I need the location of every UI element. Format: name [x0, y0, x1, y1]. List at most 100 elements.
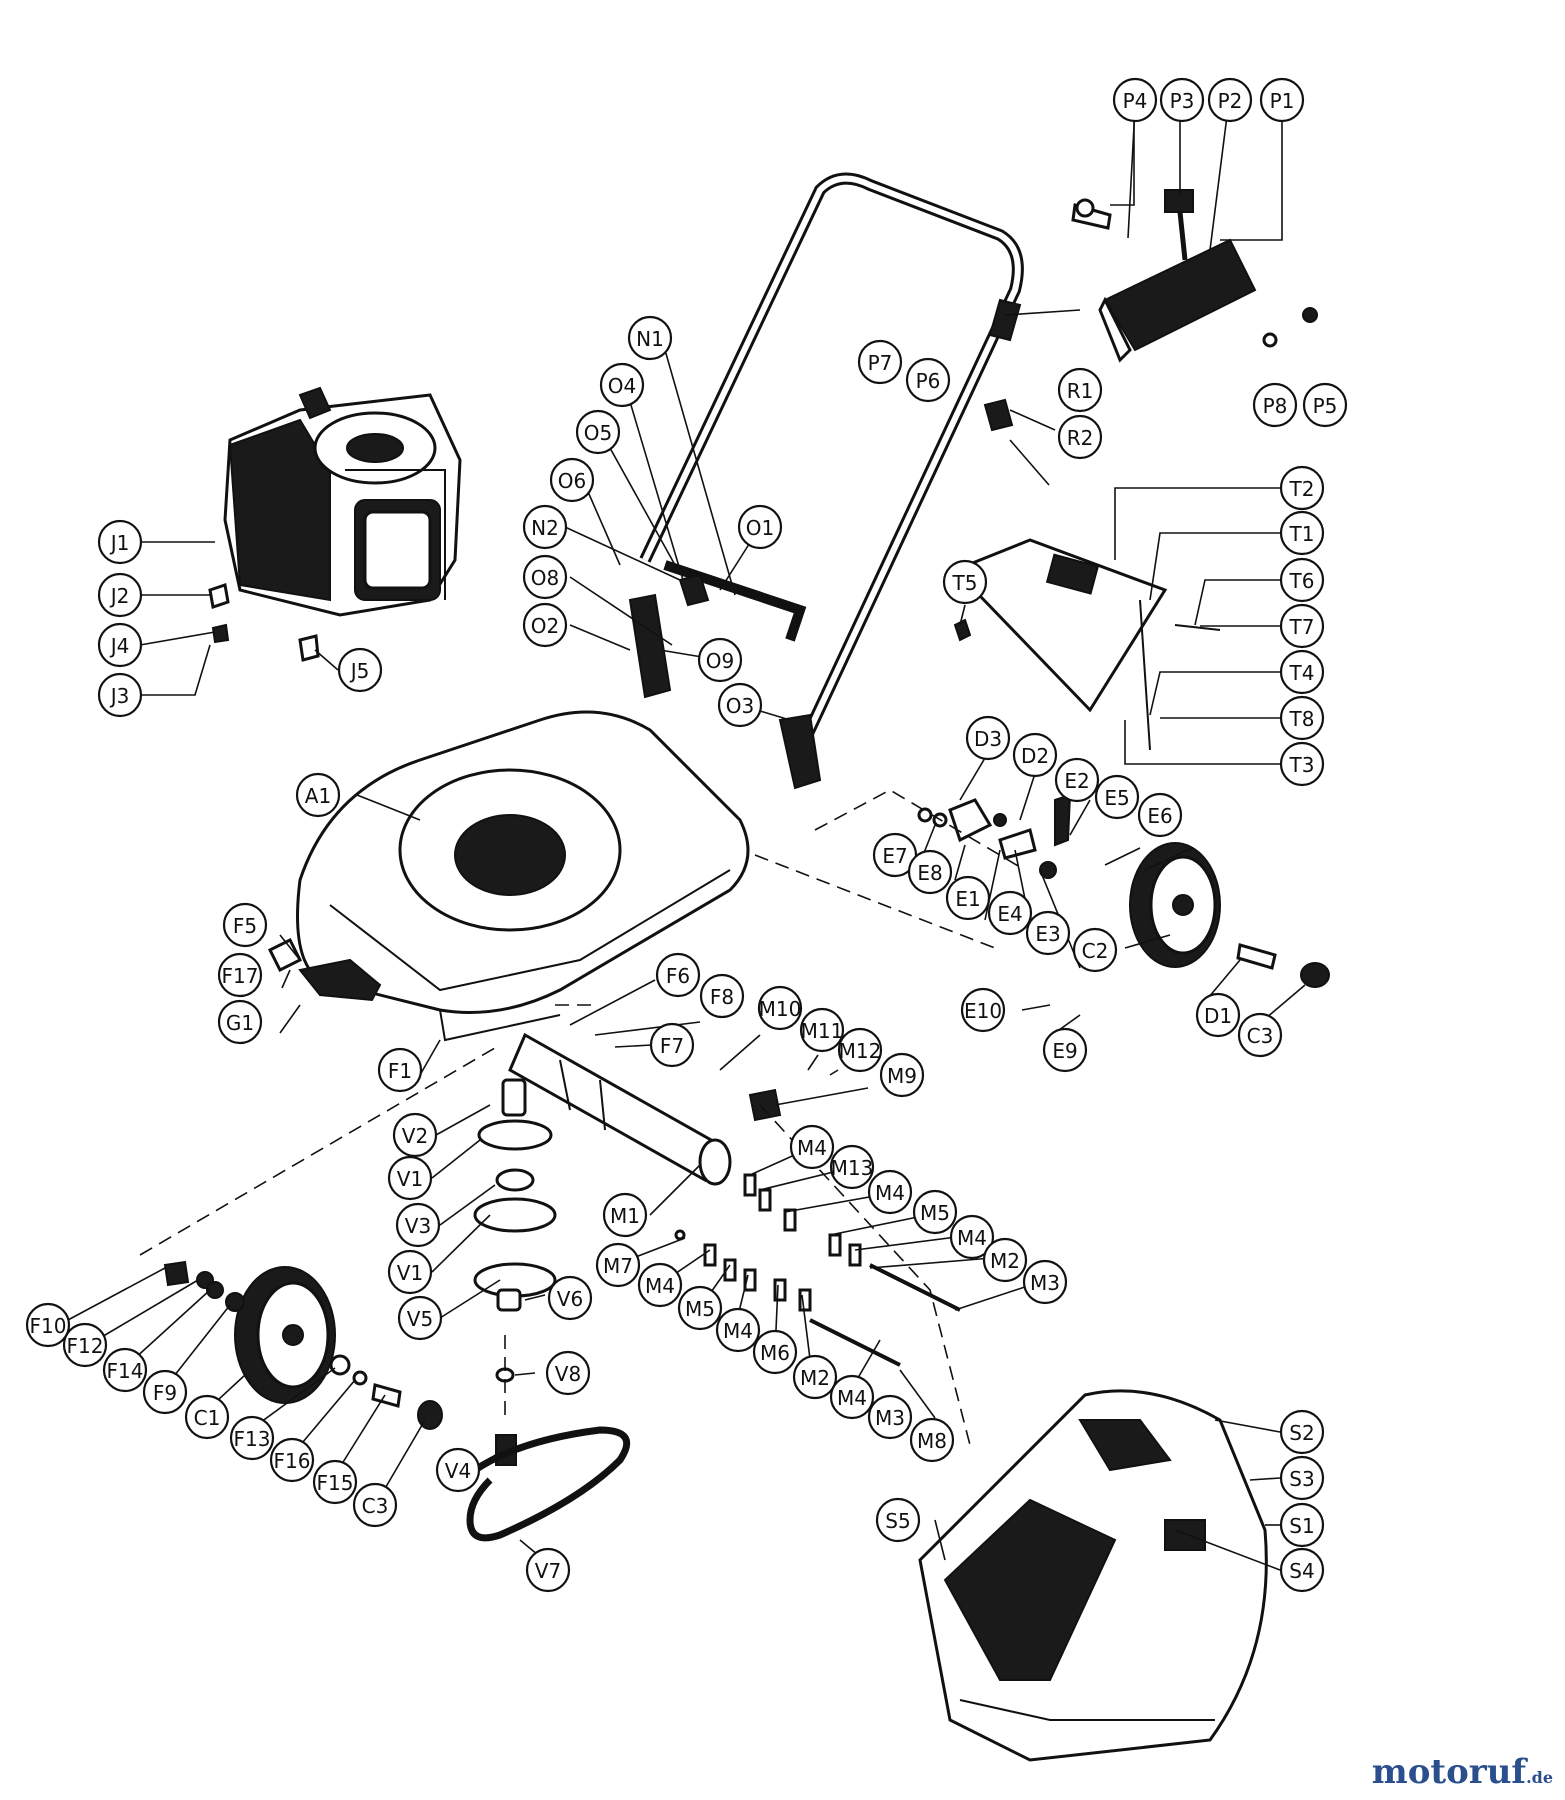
callout-m4: M4 [715, 1307, 761, 1353]
callout-label: E4 [997, 902, 1022, 926]
callout-e2: E2 [1054, 757, 1100, 803]
callout-f17: F17 [217, 952, 263, 998]
callout-label: J3 [109, 684, 130, 708]
callout-label: C2 [1082, 939, 1109, 963]
callout-label: R2 [1067, 426, 1094, 450]
callout-circle [789, 1124, 835, 1170]
callout-p1: P1 [1259, 77, 1305, 123]
callout-circle [1279, 695, 1325, 741]
callout-circle [1279, 649, 1325, 695]
callout-label: T7 [1289, 615, 1315, 639]
callout-t2: T2 [1279, 465, 1325, 511]
callout-m3: M3 [867, 1394, 913, 1440]
callout-o2: O2 [522, 602, 568, 648]
callout-label: P5 [1313, 394, 1338, 418]
callout-label: T3 [1289, 753, 1315, 777]
callout-label: M9 [887, 1064, 917, 1088]
callout-m5: M5 [677, 1285, 723, 1331]
callout-circle [217, 952, 263, 998]
callout-f6: F6 [655, 952, 701, 998]
callout-circle [525, 1547, 571, 1593]
callout-m4: M4 [637, 1262, 683, 1308]
callout-label: V2 [402, 1124, 428, 1148]
callout-circle [965, 715, 1011, 761]
callout-circle [1112, 77, 1158, 123]
callout-label: P4 [1123, 89, 1148, 113]
callout-circle [522, 602, 568, 648]
callout-circle [599, 362, 645, 408]
callout-e3: E3 [1025, 910, 1071, 956]
callout-circle [1259, 77, 1305, 123]
callout-v8: V8 [545, 1350, 591, 1396]
callout-label: E7 [882, 844, 907, 868]
callout-label: M12 [839, 1039, 882, 1063]
callout-label: M4 [797, 1136, 827, 1160]
callout-label: P2 [1218, 89, 1243, 113]
callout-m13: M13 [829, 1144, 875, 1190]
callout-label: M11 [801, 1019, 844, 1043]
callout-circle [909, 1417, 955, 1463]
tine-parts-drawing [674, 1173, 961, 1367]
height-adjuster-drawing [917, 793, 1072, 879]
callout-label: J1 [109, 531, 130, 555]
callout-circle [949, 1214, 995, 1260]
callout-f1: F1 [377, 1047, 423, 1093]
callout-e10: E10 [960, 987, 1006, 1033]
callout-circle [867, 1394, 913, 1440]
callout-label: P6 [916, 369, 941, 393]
callout-label: M10 [759, 997, 802, 1021]
callout-label: O8 [531, 566, 559, 590]
callout-label: M2 [800, 1366, 830, 1390]
callout-circle [269, 1437, 315, 1483]
callout-circle [655, 952, 701, 998]
callout-circle [649, 1022, 695, 1068]
callout-label: S2 [1289, 1421, 1314, 1445]
callout-circle [1279, 741, 1325, 787]
callout-circle [1252, 382, 1298, 428]
callout-s2: S2 [1279, 1409, 1325, 1455]
callout-label: F15 [317, 1471, 354, 1495]
callout-t1: T1 [1279, 510, 1325, 556]
callout-label: V5 [407, 1307, 433, 1331]
callout-label: O2 [531, 614, 559, 638]
callout-label: T4 [1289, 661, 1315, 685]
callout-circle [522, 504, 568, 550]
callout-m2: M2 [982, 1237, 1028, 1283]
callout-j5: J5 [337, 647, 383, 693]
callout-circle [142, 1369, 188, 1415]
callout-label: E3 [1035, 922, 1060, 946]
callout-label: D3 [974, 727, 1002, 751]
callout-circle [97, 572, 143, 618]
rear-wheel-drawing [1129, 842, 1330, 988]
callout-label: E5 [1104, 786, 1129, 810]
callout-circle [942, 559, 988, 605]
callout-circle [699, 973, 745, 1019]
callout-circle [102, 1347, 148, 1393]
callout-circle [295, 772, 341, 818]
callout-circle [907, 849, 953, 895]
callout-circle [1159, 77, 1205, 123]
callout-c3: C3 [1237, 1012, 1283, 1058]
handle-drawing [628, 172, 1024, 790]
callout-label: R1 [1067, 379, 1094, 403]
callout-label: O1 [746, 516, 774, 540]
callout-e1: E1 [945, 875, 991, 921]
callout-label: G1 [226, 1011, 254, 1035]
callout-o1: O1 [737, 504, 783, 550]
callout-p2: P2 [1207, 77, 1253, 123]
callout-circle [627, 315, 673, 361]
callout-t6: T6 [1279, 557, 1325, 603]
callout-circle [377, 1047, 423, 1093]
callout-s3: S3 [1279, 1455, 1325, 1501]
callout-p3: P3 [1159, 77, 1205, 123]
callout-circle [545, 1350, 591, 1396]
callout-circle [229, 1415, 275, 1461]
callout-label: O9 [706, 649, 734, 673]
callout-label: S5 [885, 1509, 910, 1533]
callout-circle [595, 1242, 641, 1288]
callout-circle [799, 1007, 845, 1053]
callout-circle [1302, 382, 1348, 428]
callout-f12: F12 [62, 1322, 108, 1368]
callout-label: M2 [990, 1249, 1020, 1273]
